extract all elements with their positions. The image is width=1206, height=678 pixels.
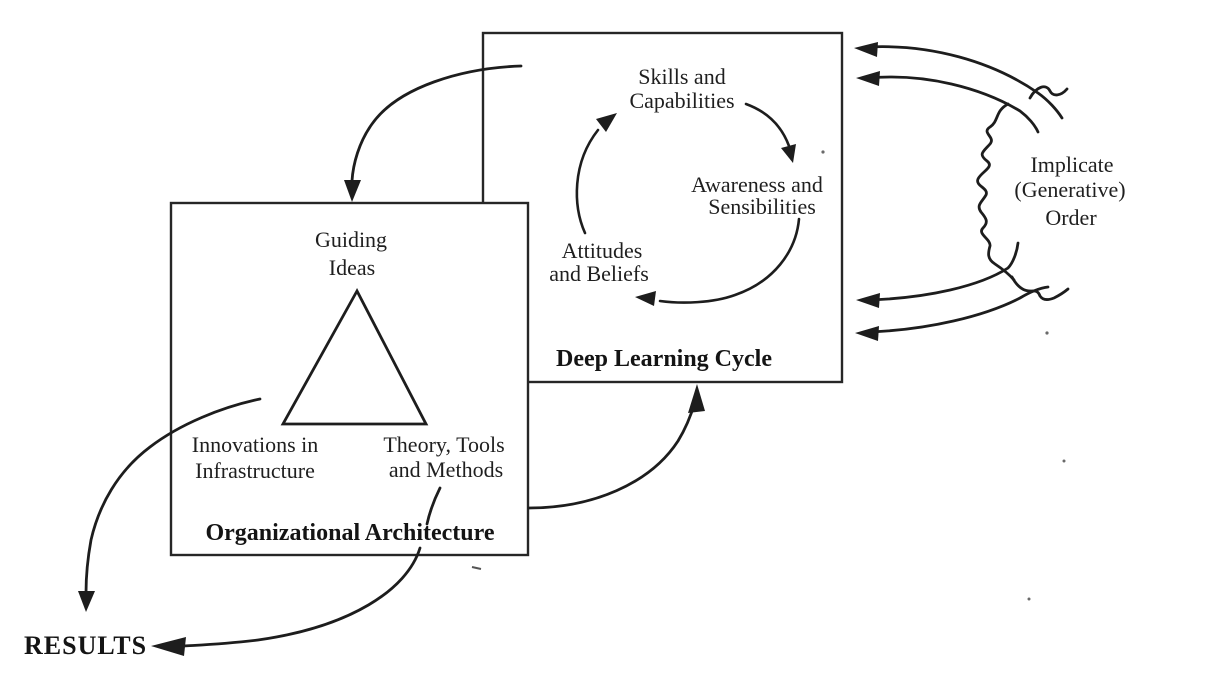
innovations-infrastructure-label-line1: Innovations in (192, 432, 319, 457)
guiding-ideas-label-line1: Guiding (315, 227, 387, 252)
theory-tools-methods-label-line1: Theory, Tools (383, 432, 504, 457)
guiding-ideas-label-line2: Ideas (329, 255, 375, 280)
cycle-arc-awareness-to-attitudes (658, 217, 801, 304)
attitudes-beliefs-label-line2: and Beliefs (549, 261, 649, 286)
skills-capabilities-label-line1: Skills and (638, 64, 725, 89)
implicate-squiggle-top-hook (1028, 85, 1069, 100)
scan-speck (1045, 331, 1049, 335)
arrow-implicate-bottom-1-head-icon (856, 293, 880, 308)
arrow-implicate-to-dlc-top-1 (866, 45, 1064, 120)
scan-speck (1027, 597, 1031, 601)
deep-learning-cycle-title: Deep Learning Cycle (556, 346, 772, 372)
arrow-oa-to-dlc (527, 400, 697, 510)
arrow-theory-to-results-upper-segment (425, 486, 442, 526)
scan-speck (821, 150, 825, 154)
arrow-implicate-top-2-head-icon (856, 71, 880, 86)
organizational-architecture-title: Organizational Architecture (205, 520, 494, 546)
organizational-architecture-box (169, 201, 530, 557)
theory-tools-methods-label-line2: and Methods (389, 457, 503, 482)
implicate-order-label-line3: Order (1045, 205, 1097, 230)
scan-speck (471, 566, 482, 570)
triangle-shape (280, 288, 429, 426)
arrow-implicate-to-dlc-top-2 (868, 75, 1040, 134)
attitudes-beliefs-label-line1: Attitudes (562, 238, 643, 263)
skills-capabilities-label-line2: Capabilities (629, 88, 734, 113)
results-label: RESULTS (24, 631, 147, 660)
arrow-dlc-to-oa (350, 64, 523, 183)
arrow-oa-to-results-head-icon (78, 591, 95, 612)
deep-learning-cycle-box (481, 31, 844, 384)
arrow-theory-to-results-head-icon (151, 637, 186, 656)
cycle-arc-attitudes-to-skills (575, 128, 600, 235)
arrow-implicate-top-1-head-icon (854, 42, 878, 57)
awareness-sensibilities-label-line2: Sensibilities (708, 194, 816, 219)
arrow-oa-to-dlc-head-icon (688, 384, 705, 413)
arrow-oa-to-results (84, 397, 262, 595)
arrow-implicate-to-dlc-bottom-2 (866, 285, 1050, 334)
scan-speck (1062, 459, 1066, 463)
arrow-implicate-to-dlc-bottom-1 (867, 241, 1020, 302)
implicate-squiggle-bottom-hook (1010, 275, 1070, 301)
arrow-implicate-bottom-2-head-icon (855, 326, 879, 341)
innovations-infrastructure-label-line2: Infrastructure (195, 458, 315, 483)
implicate-order-squiggle (976, 102, 1016, 282)
cycle-arrowhead-left-icon (635, 291, 656, 306)
awareness-sensibilities-label-line1: Awareness and (691, 172, 823, 197)
cycle-arc-skills-to-awareness (744, 102, 791, 148)
arrow-theory-to-results (182, 546, 422, 648)
cycle-arrowhead-up-icon (596, 113, 617, 132)
arrow-dlc-to-oa-head-icon (344, 180, 361, 202)
implicate-order-label-line1: Implicate (1030, 152, 1113, 177)
implicate-order-label-line2: (Generative) (1014, 177, 1125, 202)
cycle-arrowhead-down-icon (781, 144, 796, 163)
